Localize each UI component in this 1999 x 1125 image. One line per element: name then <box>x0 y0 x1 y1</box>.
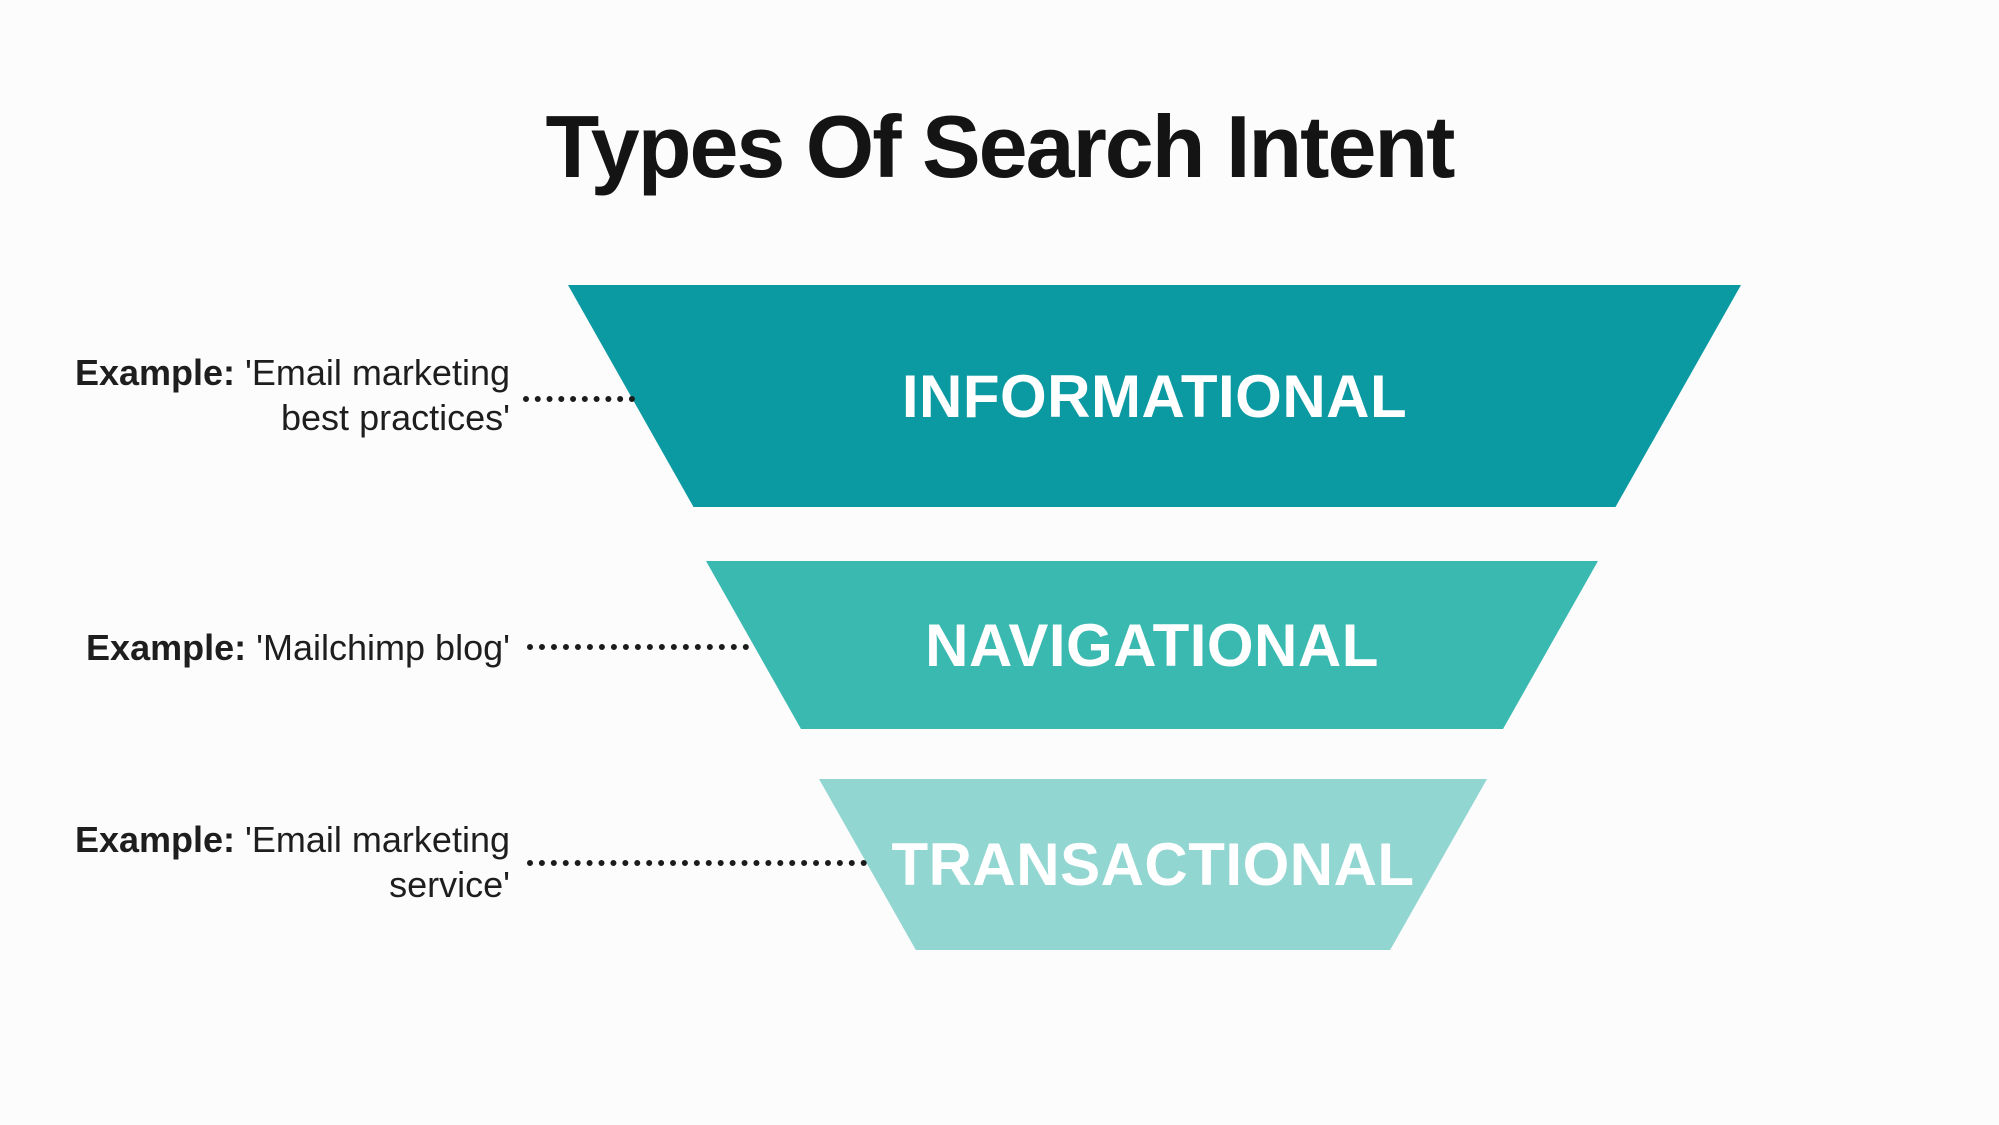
example-informational-prefix: Example: <box>74 352 236 393</box>
page-title: Types Of Search Intent <box>545 97 1456 196</box>
example-navigational-text: 'Mailchimp blog' <box>256 627 510 668</box>
funnel-segment-informational-label: INFORMATIONAL <box>901 362 1408 430</box>
funnel-segment-informational: INFORMATIONAL <box>568 285 1741 507</box>
funnel-segment-navigational-label: NAVIGATIONAL <box>925 611 1379 679</box>
example-transactional: Example: 'Email marketing service' <box>40 817 510 907</box>
example-navigational-prefix: Example: <box>86 627 247 668</box>
example-transactional-prefix: Example: <box>74 819 236 860</box>
example-navigational: Example: 'Mailchimp blog' <box>40 625 510 670</box>
funnel-segment-transactional-label: TRANSACTIONAL <box>891 831 1415 898</box>
connector-dotted-line-transactional <box>527 860 867 866</box>
connector-dotted-line-informational <box>523 396 635 402</box>
funnel-segment-transactional: TRANSACTIONAL <box>819 779 1487 950</box>
funnel-segment-navigational: NAVIGATIONAL <box>706 561 1598 729</box>
connector-dotted-line-navigational <box>527 644 749 650</box>
example-informational-text: 'Email marketing best practices' <box>245 352 510 438</box>
example-informational: Example: 'Email marketing best practices… <box>40 350 510 440</box>
example-transactional-text: 'Email marketing service' <box>245 819 510 905</box>
